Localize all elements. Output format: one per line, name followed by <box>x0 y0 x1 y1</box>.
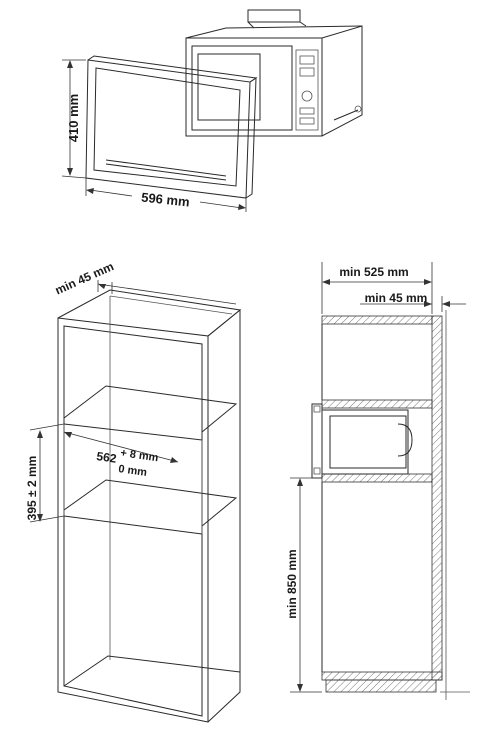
height-dimension <box>61 59 87 179</box>
frame-width-label: 596 mm <box>141 190 191 210</box>
section-microwave <box>311 403 413 479</box>
section-view-diagram <box>290 262 470 700</box>
section-depth-label: min 525 mm <box>339 265 408 279</box>
opening-width-label: 562 <box>96 449 118 466</box>
opening-height-dimension <box>29 423 65 523</box>
microwave-unit <box>185 9 363 137</box>
opening-width-tolerance-upper: + 8 mm <box>120 447 160 464</box>
section-floor-height-label: min 850 mm <box>285 549 299 618</box>
opening-width-dimension <box>63 431 179 463</box>
frame-height-label: 410 mm <box>66 94 81 142</box>
opening-height-label: 395 ± 2 mm <box>25 456 39 521</box>
width-dimension <box>85 178 247 212</box>
trim-frame <box>85 55 258 199</box>
frame-and-microwave-diagram: 410 mm 596 mm <box>61 9 363 212</box>
opening-width-tolerance-lower: 0 mm <box>118 463 148 479</box>
cabinet-perspective-diagram <box>57 280 242 723</box>
section-rear-gap-label: min 45 mm <box>365 291 428 305</box>
